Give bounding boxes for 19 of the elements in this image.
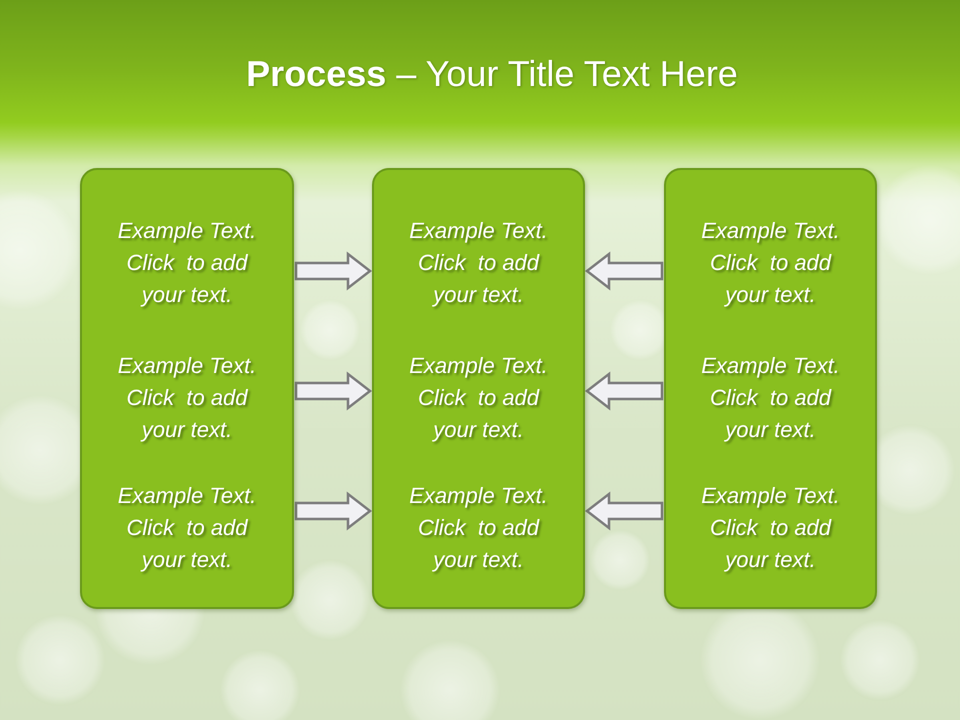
body-text: Example Text. Click to add your text.	[408, 482, 549, 574]
arrow	[294, 491, 372, 531]
body-text: Example Text. Click to add your text.	[700, 217, 841, 309]
body-text: Example Text. Click to add your text.	[116, 352, 258, 444]
arrow	[294, 371, 372, 411]
body-text: Example Text. Click to add your text.	[408, 352, 549, 444]
body-text: Example Text. Click to add your text.	[700, 352, 841, 444]
arrow	[584, 371, 664, 411]
process-box	[372, 168, 585, 609]
arrow	[294, 251, 372, 291]
process-box	[80, 168, 294, 609]
body-text: Example Text. Click to add your text.	[700, 482, 841, 574]
arrow	[584, 251, 664, 291]
body-text: Example Text. Click to add your text.	[408, 217, 549, 309]
arrow	[584, 491, 664, 531]
slide-title: Process – Your Title Text Here	[245, 52, 739, 96]
body-text: Example Text. Click to add your text.	[116, 217, 258, 309]
body-text: Example Text. Click to add your text.	[116, 482, 258, 574]
process-box	[664, 168, 877, 609]
